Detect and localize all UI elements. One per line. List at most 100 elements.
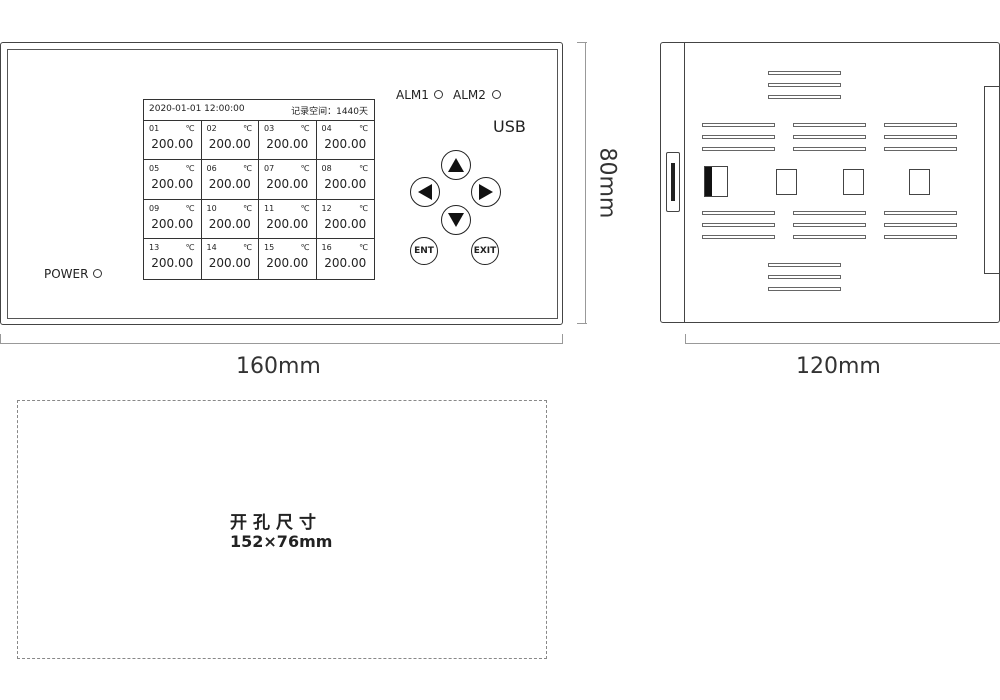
exit-button-label: EXIT: [473, 246, 497, 256]
channel-value: 200.00: [324, 176, 367, 191]
side-opening: [776, 169, 797, 195]
vent-slot: [702, 235, 775, 239]
channel-unit: ℃: [243, 163, 252, 173]
channel-number: 15: [264, 243, 275, 253]
arrow-down-icon: [448, 213, 464, 227]
rear-terminal-block: [984, 86, 1000, 274]
height-label: 80mm: [594, 147, 620, 219]
vent-slot: [884, 223, 957, 227]
down-button[interactable]: [441, 205, 471, 235]
ent-button[interactable]: ENT: [410, 237, 438, 265]
channel-number: 09: [149, 203, 160, 213]
vent-slot: [768, 263, 841, 267]
channel-number: 12: [321, 203, 332, 213]
front-width-label: 160mm: [236, 354, 321, 379]
height-dim-tick-top: [577, 42, 587, 43]
channel-value: 200.00: [151, 216, 194, 231]
front-panel-bezel: [7, 49, 558, 319]
channel-number: 04: [321, 124, 332, 133]
vent-slot: [884, 123, 957, 127]
channel-unit: ℃: [243, 243, 252, 253]
width-dim-tick-right: [562, 334, 563, 344]
depth-dim-tick-left: [685, 334, 686, 344]
channel-value: 200.00: [208, 176, 251, 191]
vent-slot: [702, 223, 775, 227]
channel-unit: ℃: [300, 203, 310, 213]
channel-unit: ℃: [359, 203, 368, 213]
side-opening-fill: [705, 167, 712, 196]
channel-unit: ℃: [359, 124, 368, 133]
depth-label: 120mm: [796, 354, 881, 379]
up-button[interactable]: [441, 150, 471, 180]
vent-slot: [702, 147, 775, 151]
arrow-up-icon: [448, 158, 464, 172]
width-dim-tick-left: [0, 334, 1, 344]
vent-slot: [768, 83, 841, 87]
channel-cell: 04 ℃ 200.00: [316, 120, 374, 160]
channel-value: 200.00: [324, 216, 367, 231]
lcd-header: 2020-01-01 12:00:00 记录空间：1440天: [144, 100, 374, 121]
channel-unit: ℃: [300, 124, 310, 133]
vent-slot: [702, 211, 775, 215]
channel-number: 10: [206, 203, 217, 213]
mounting-clip-bar: [671, 163, 675, 201]
alm1-indicator: [434, 90, 443, 99]
channel-unit: ℃: [185, 163, 195, 173]
right-button[interactable]: [471, 177, 501, 207]
channel-number: 06: [206, 163, 217, 173]
channel-number: 14: [206, 243, 217, 253]
alm1-label: ALM1: [396, 88, 429, 102]
vent-slot: [793, 147, 866, 151]
channel-cell: 14 ℃ 200.00: [202, 239, 259, 279]
alm2-label: ALM2: [453, 88, 486, 102]
channel-cell: 09 ℃ 200.00: [144, 199, 202, 240]
channel-unit: ℃: [185, 203, 195, 213]
channel-unit: ℃: [243, 124, 252, 133]
channel-cell: 06 ℃ 200.00: [201, 159, 259, 200]
channel-unit: ℃: [359, 163, 368, 173]
exit-button[interactable]: EXIT: [471, 237, 499, 265]
channel-number: 07: [264, 163, 275, 173]
vent-slot: [793, 135, 866, 139]
power-indicator: [93, 269, 102, 278]
vent-slot: [793, 211, 866, 215]
channel-value: 200.00: [266, 256, 309, 271]
channel-value: 200.00: [208, 216, 251, 231]
lcd-storage: 记录空间：1440天: [291, 107, 368, 117]
channel-number: 03: [264, 124, 275, 133]
channel-value: 200.00: [324, 137, 367, 151]
vent-slot: [884, 135, 957, 139]
vent-slot: [768, 95, 841, 99]
channel-number: 16: [321, 243, 332, 253]
channel-value: 200.00: [266, 137, 309, 151]
channel-cell: 12 ℃ 200.00: [316, 200, 374, 240]
left-button[interactable]: [410, 177, 440, 207]
power-label: POWER: [44, 267, 89, 281]
channel-value: 200.00: [208, 256, 251, 271]
vent-slot: [884, 235, 957, 239]
lcd-datetime: 2020-01-01 12:00:00: [149, 104, 245, 114]
channel-value: 200.00: [208, 137, 251, 151]
channel-value: 200.00: [324, 256, 367, 271]
cutout-title: 开孔尺寸: [230, 513, 322, 533]
panel-cutout-outline: [17, 400, 547, 659]
side-view-bezel-edge: [684, 42, 685, 323]
channel-unit: ℃: [185, 124, 195, 133]
channel-cell: 03 ℃ 200.00: [259, 120, 317, 160]
cutout-size: 152×76mm: [230, 532, 333, 551]
vent-slot: [768, 71, 841, 75]
channel-number: 05: [149, 163, 160, 173]
channel-unit: ℃: [243, 203, 252, 213]
width-dim-line: [0, 343, 563, 344]
arrow-right-icon: [479, 184, 493, 200]
channel-unit: ℃: [359, 243, 368, 253]
vent-slot: [793, 223, 866, 227]
channel-cell: 16 ℃ 200.00: [317, 239, 375, 279]
